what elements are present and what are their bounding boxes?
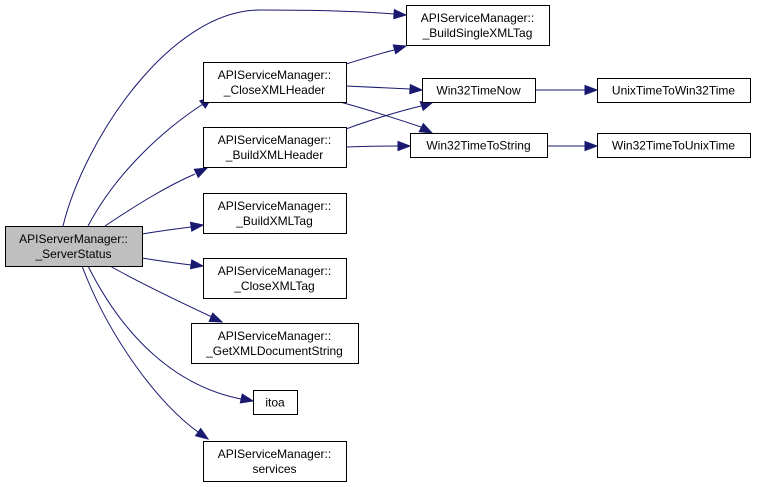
edge-line <box>81 265 199 433</box>
node-buildsinglexmltag[interactable]: APIServiceManager::_BuildSingleXMLTag <box>406 5 550 46</box>
edge-closexmlheader-to-buildsinglexmltag <box>345 44 408 65</box>
node-label-line: Win32TimeToUnixTime <box>612 139 735 153</box>
edge-serverstatus-to-getxmldocumentstring <box>109 265 224 323</box>
node-box[interactable] <box>203 193 347 234</box>
edge-win32timenow-to-unixtimetowin32time <box>535 84 599 96</box>
node-box[interactable] <box>406 5 550 46</box>
edge-line <box>87 103 204 227</box>
edges-layer <box>62 8 599 440</box>
node-label-line: itoa <box>265 396 285 410</box>
node-box[interactable] <box>203 441 347 482</box>
node-label-line: _BuildXMLTag <box>235 214 313 228</box>
node-label-line: APIServiceManager:: <box>218 68 331 82</box>
node-label-line: _CloseXMLHeader <box>223 83 325 97</box>
arrowhead-icon <box>584 140 599 152</box>
edge-win32timetostring-to-win32timetounixtime <box>547 140 599 152</box>
edge-line <box>339 101 422 128</box>
edge-line <box>345 105 422 130</box>
edge-serverstatus-to-itoa <box>87 265 255 404</box>
arrowhead-icon <box>189 221 205 232</box>
edge-line <box>141 226 192 235</box>
edge-buildxmlheader-to-win32timenow <box>345 101 435 130</box>
edge-line <box>62 9 395 227</box>
node-label-line: APIServiceManager:: <box>218 133 331 147</box>
node-label-line: Win32TimeNow <box>436 84 521 98</box>
node-getxmldocumentstring[interactable]: APIServiceManager::_GetXMLDocumentString <box>191 323 359 364</box>
edge-buildxmlheader-to-win32timetostring <box>345 140 412 152</box>
arrowhead-icon <box>193 167 209 179</box>
edge-line <box>345 145 399 148</box>
node-label-line: _BuildXMLHeader <box>225 148 323 162</box>
arrowhead-icon <box>409 83 424 95</box>
node-box[interactable] <box>253 390 298 415</box>
node-label-line: _ServerStatus <box>34 247 111 261</box>
node-box[interactable] <box>410 133 548 158</box>
arrowhead-icon <box>397 140 412 152</box>
node-buildxmlheader[interactable]: APIServiceManager::_BuildXMLHeader <box>203 127 347 168</box>
node-win32timetostring[interactable]: Win32TimeToString <box>410 133 548 158</box>
node-label-line: APIServiceManager:: <box>218 264 331 278</box>
edge-serverstatus-to-buildxmltag <box>141 221 205 235</box>
node-unixtimetowin32time[interactable]: UnixTimeToWin32Time <box>597 78 751 103</box>
node-label-line: UnixTimeToWin32Time <box>612 84 735 98</box>
node-win32timenow[interactable]: Win32TimeNow <box>422 78 536 103</box>
edge-line <box>87 265 242 400</box>
node-label-line: _GetXMLDocumentString <box>205 344 343 358</box>
nodes-layer: APIServerManager::_ServerStatusAPIServic… <box>5 5 751 482</box>
node-label-line: APIServiceManager:: <box>421 11 534 25</box>
arrowhead-icon <box>418 122 434 134</box>
node-box[interactable] <box>597 133 751 158</box>
node-label-line: services <box>252 462 296 476</box>
node-box[interactable] <box>203 258 347 299</box>
edge-serverstatus-to-buildsinglexmltag <box>62 8 408 227</box>
edge-serverstatus-to-closexmlheader <box>87 96 214 227</box>
edge-serverstatus-to-services <box>81 265 210 440</box>
node-closexmlheader[interactable]: APIServiceManager::_CloseXMLHeader <box>203 62 347 103</box>
edge-line <box>345 49 395 65</box>
arrowhead-icon <box>393 8 408 20</box>
node-label-line: _BuildSingleXMLTag <box>422 26 533 40</box>
edge-line <box>345 85 411 90</box>
node-closexmltag[interactable]: APIServiceManager::_CloseXMLTag <box>203 258 347 299</box>
arrowhead-icon <box>239 393 255 404</box>
edge-closexmlheader-to-win32timetostring <box>339 101 434 134</box>
node-label-line: Win32TimeToString <box>426 139 530 153</box>
edge-closexmlheader-to-win32timenow <box>345 83 424 95</box>
arrowhead-icon <box>208 312 224 323</box>
arrowhead-icon <box>584 84 599 96</box>
node-label-line: APIServiceManager:: <box>218 329 331 343</box>
node-box[interactable] <box>422 78 536 103</box>
arrowhead-icon <box>189 259 205 270</box>
arrowhead-icon <box>419 101 435 112</box>
arrowhead-icon <box>392 44 408 55</box>
node-box[interactable] <box>5 226 143 267</box>
node-label-line: APIServerManager:: <box>19 232 128 246</box>
node-box[interactable] <box>191 323 359 364</box>
node-box[interactable] <box>203 127 347 168</box>
edge-serverstatus-to-buildxmlheader <box>104 167 209 227</box>
edge-line <box>141 257 192 266</box>
node-label-line: APIServiceManager:: <box>218 447 331 461</box>
node-buildxmltag[interactable]: APIServiceManager::_BuildXMLTag <box>203 193 347 234</box>
node-box[interactable] <box>203 62 347 103</box>
node-label-line: _CloseXMLTag <box>233 279 314 293</box>
edge-line <box>104 173 196 227</box>
node-itoa[interactable]: itoa <box>253 390 298 415</box>
arrowhead-icon <box>194 427 210 440</box>
node-label-line: APIServiceManager:: <box>218 199 331 213</box>
node-services[interactable]: APIServiceManager::services <box>203 441 347 482</box>
edge-line <box>109 265 213 318</box>
node-win32timetounixtime[interactable]: Win32TimeToUnixTime <box>597 133 751 158</box>
edge-serverstatus-to-closexmltag <box>141 257 205 270</box>
node-serverstatus[interactable]: APIServerManager::_ServerStatus <box>5 226 143 267</box>
node-box[interactable] <box>597 78 751 103</box>
